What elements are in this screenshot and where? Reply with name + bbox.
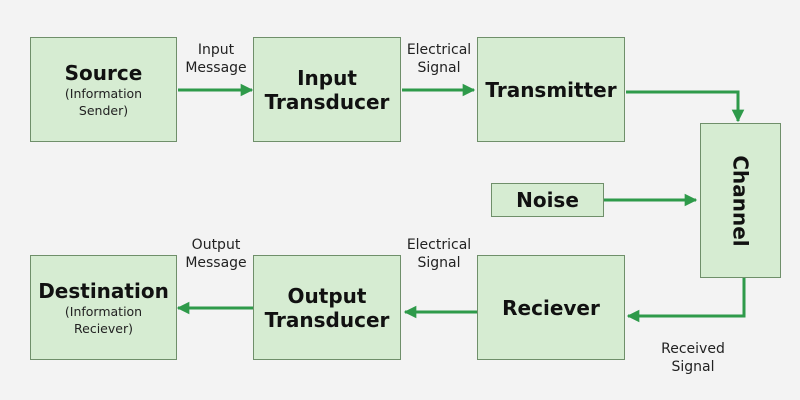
source-subtitle-line2: Sender) — [78, 102, 129, 118]
electrical-signal-bottom-label-line2: Signal — [417, 255, 461, 271]
received-signal-label: Received Signal — [650, 340, 736, 376]
electrical-signal-top-label-line1: Electrical — [406, 42, 472, 58]
destination-subtitle-line2: Reciever) — [74, 320, 133, 336]
source-subtitle-line1: (Information — [64, 85, 143, 101]
destination-block: Destination (Information Reciever) — [30, 255, 177, 360]
output-transducer-block: Output Transducer — [253, 255, 401, 360]
output-message-label-line2: Message — [185, 255, 247, 271]
electrical-signal-bottom-label-line1: Electrical — [406, 237, 472, 253]
receiver-block: Reciever — [477, 255, 625, 360]
arrow-transmitter-to-channel — [626, 90, 745, 123]
input-message-label-line1: Input — [197, 42, 235, 58]
channel-title: Channel — [728, 154, 753, 247]
output-transducer-title-line1: Output — [287, 283, 367, 308]
electrical-signal-top-label-line2: Signal — [417, 60, 461, 76]
input-transducer-title-line2: Transducer — [264, 89, 390, 114]
electrical-signal-bottom-label: Electrical Signal — [401, 236, 477, 272]
received-signal-label-line1: Received — [661, 341, 725, 357]
output-message-label-line1: Output — [191, 237, 241, 253]
source-title: Source — [64, 60, 143, 85]
destination-title: Destination — [38, 278, 169, 303]
output-transducer-title-line2: Transducer — [264, 307, 390, 332]
source-block: Source (Information Sender) — [30, 37, 177, 142]
input-transducer-block: Input Transducer — [253, 37, 401, 142]
received-signal-label-line2: Signal — [671, 359, 715, 375]
noise-title: Noise — [516, 188, 579, 212]
transmitter-block: Transmitter — [477, 37, 625, 142]
input-message-label-line2: Message — [185, 60, 247, 76]
arrow-channel-to-receiver — [626, 278, 746, 323]
destination-subtitle-line1: (Information — [64, 303, 143, 319]
channel-block: Channel — [700, 123, 781, 278]
output-message-label: Output Message — [180, 236, 252, 272]
receiver-title: Reciever — [502, 295, 600, 320]
input-message-label: Input Message — [180, 41, 252, 77]
input-transducer-title-line1: Input — [297, 65, 357, 90]
electrical-signal-top-label: Electrical Signal — [401, 41, 477, 77]
transmitter-title: Transmitter — [485, 77, 617, 102]
noise-block: Noise — [491, 183, 604, 217]
